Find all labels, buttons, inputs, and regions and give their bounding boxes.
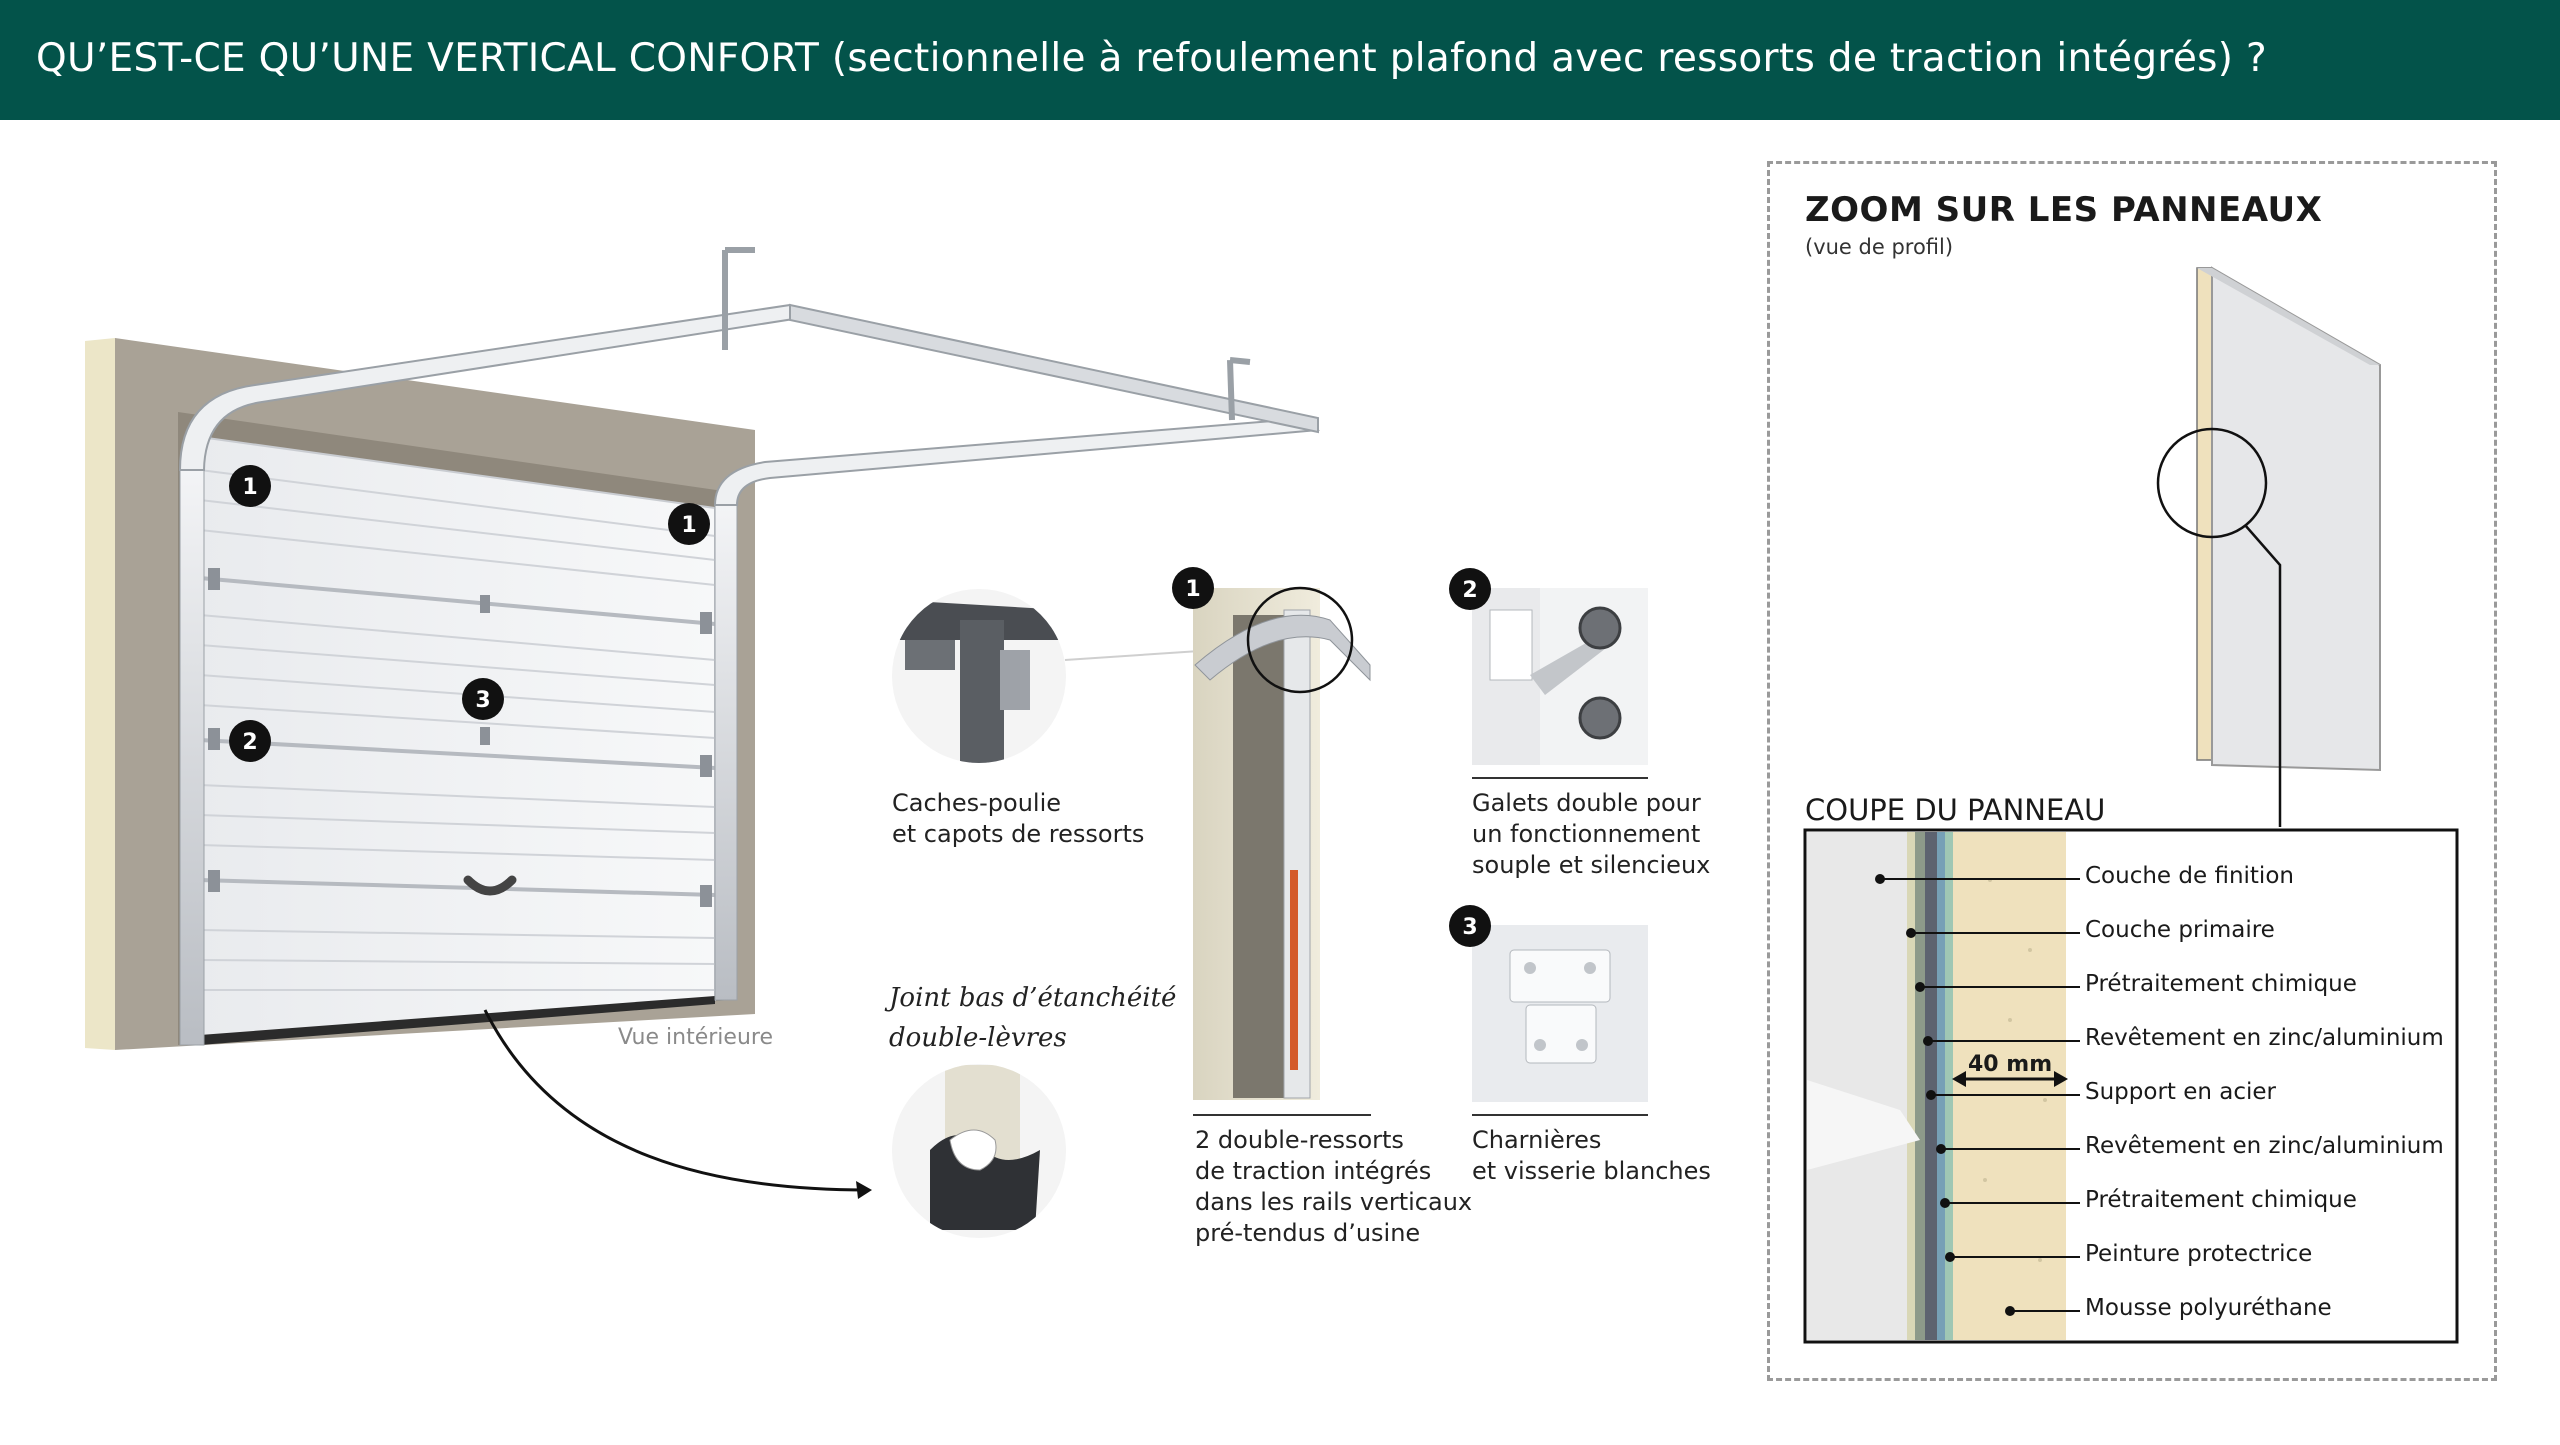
badge-1-left: 1 — [242, 475, 257, 500]
badge-2-detail: 2 — [1462, 578, 1477, 603]
layer-label: Couche primaire — [2085, 917, 2275, 943]
hinges-detail — [1472, 925, 1648, 1116]
badge-1-right: 1 — [681, 513, 696, 538]
callout-seal-line1: Joint bas d’étanchéité — [889, 983, 1177, 1013]
garage-door-overview — [85, 247, 1320, 1050]
callout-hinges-line2: et visserie blanches — [1472, 1157, 1711, 1185]
layer-label: Peinture protectrice — [2085, 1241, 2313, 1267]
callout-springs: 2 double-ressorts de traction intégrés d… — [1195, 1125, 1472, 1249]
spring-rail-closeup — [1193, 586, 1371, 1116]
zoom-title: ZOOM SUR LES PANNEAUX — [1805, 190, 2323, 230]
callout-seal-line2: double-lèvres — [889, 1023, 1067, 1053]
layer-label: Mousse polyuréthane — [2085, 1295, 2332, 1321]
section-title: COUPE DU PANNEAU — [1805, 793, 2106, 827]
rollers-detail — [1472, 588, 1648, 779]
door-panel — [199, 435, 716, 1042]
seal-arrow — [483, 1009, 869, 1192]
callout-rollers-line2: un fonctionnement — [1472, 820, 1701, 848]
thickness-label: 40 mm — [1968, 1052, 2053, 1077]
layer-label: Support en acier — [2085, 1079, 2277, 1105]
callout-hinges: Charnières et visserie blanches — [1472, 1125, 1711, 1187]
profile-zoom-circle — [2156, 427, 2268, 539]
layer-label: Couche de finition — [2085, 863, 2294, 889]
layer-label: Revêtement en zinc/aluminium — [2085, 1133, 2444, 1159]
seal-detail — [892, 1064, 1066, 1238]
callout-seal: Joint bas d’étanchéité double-lèvres — [889, 978, 1176, 1058]
callout-springs-line1: 2 double-ressorts — [1195, 1126, 1404, 1154]
panel-cross-section — [1803, 828, 2459, 1344]
door-caption: Vue intérieure — [618, 1025, 773, 1050]
layer-label: Revêtement en zinc/aluminium — [2085, 1025, 2444, 1051]
layer-label: Prétraitement chimique — [2085, 971, 2357, 997]
callout-rollers-line3: souple et silencieux — [1472, 851, 1711, 879]
callout-springs-line4: pré-tendus d’usine — [1195, 1219, 1421, 1247]
callout-springs-line2: de traction intégrés — [1195, 1157, 1432, 1185]
callout-pulley: Caches-poulie et capots de ressorts — [892, 788, 1144, 850]
callout-rollers: Galets double pour un fonctionnement sou… — [1472, 788, 1710, 881]
callout-hinges-line1: Charnières — [1472, 1126, 1602, 1154]
page-title: QU’EST-CE QU’UNE VERTICAL CONFORT (secti… — [36, 36, 2268, 81]
zoom-subtitle: (vue de profil) — [1805, 235, 1954, 259]
badge-3-detail: 3 — [1462, 915, 1477, 940]
panel-profile — [2156, 266, 2381, 827]
right-horizontal-rail — [713, 416, 1320, 506]
pulley-cover-detail — [892, 589, 1066, 763]
badge-2-door: 2 — [242, 730, 257, 755]
callout-rollers-line1: Galets double pour — [1472, 789, 1701, 817]
header-bar: QU’EST-CE QU’UNE VERTICAL CONFORT (secti… — [0, 0, 2560, 120]
callout-springs-line3: dans les rails verticaux — [1195, 1188, 1473, 1216]
wall-edge — [85, 338, 115, 1050]
callout-pulley-line2: et capots de ressorts — [892, 820, 1145, 848]
door-handle — [463, 875, 517, 896]
badges — [229, 465, 1491, 947]
badge-1-detail: 1 — [1185, 577, 1200, 602]
layer-label: Prétraitement chimique — [2085, 1187, 2357, 1213]
left-vertical-rail — [179, 469, 205, 1046]
right-vertical-rail — [714, 504, 738, 1001]
callout-pulley-line1: Caches-poulie — [892, 789, 1062, 817]
badge-3-door: 3 — [475, 688, 490, 713]
zoom-panel-frame — [1767, 161, 2497, 1381]
